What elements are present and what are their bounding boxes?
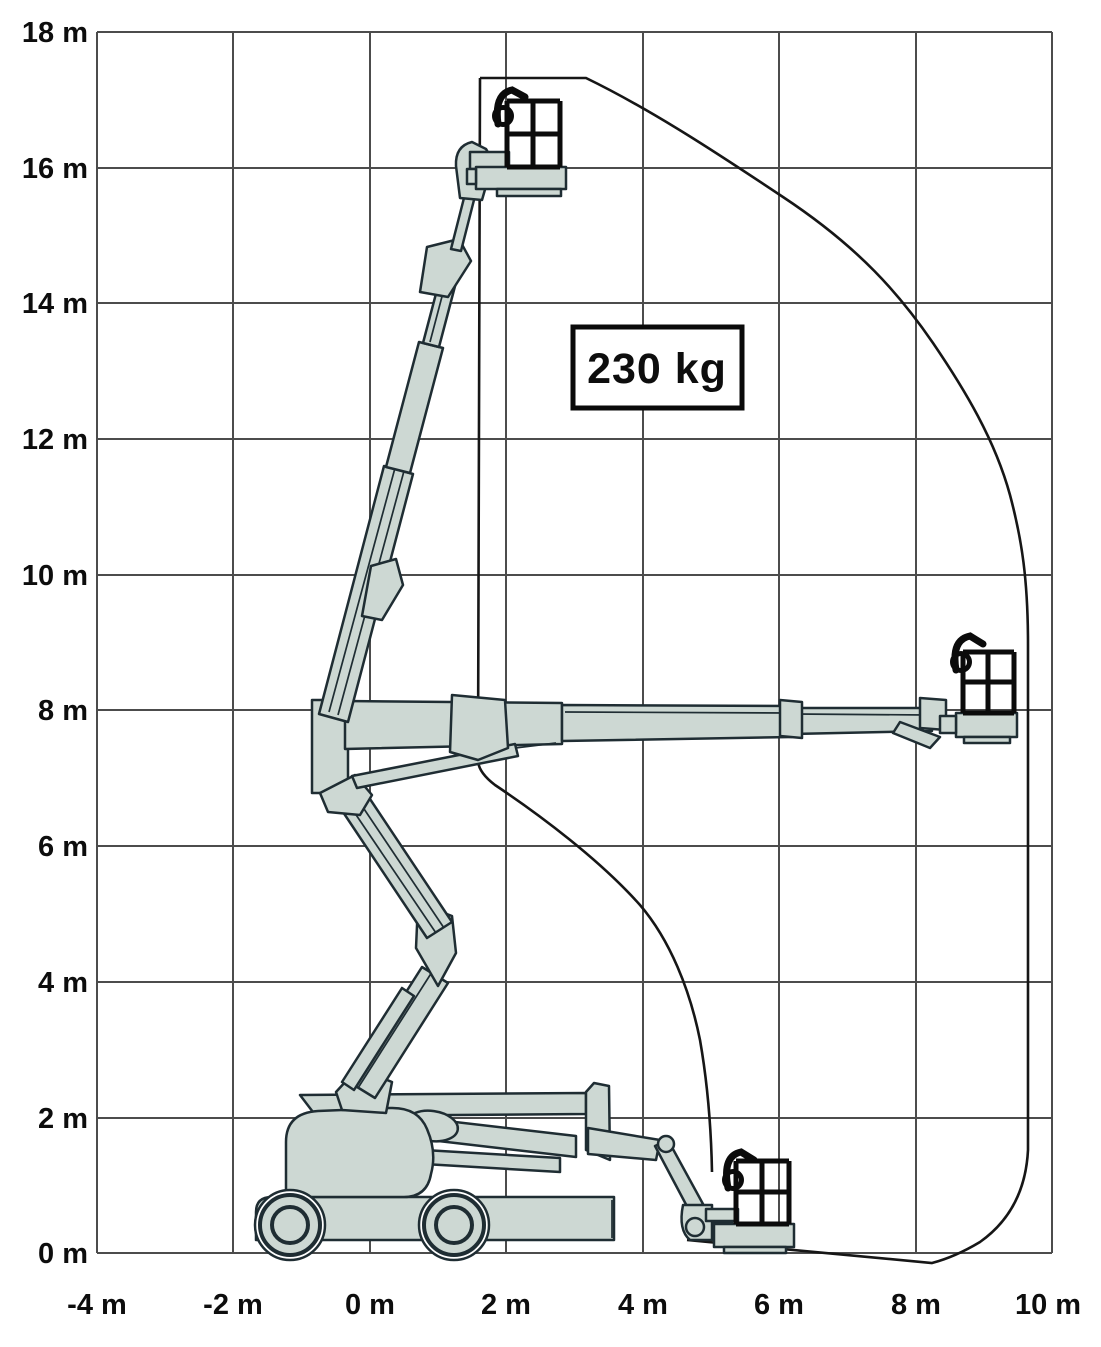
rear-wheel-hub [434, 1205, 474, 1245]
riser-lower-arm-line [357, 971, 433, 1089]
riser-upper-arm-line2 [353, 793, 445, 929]
y-tick-label: 18 m [22, 17, 88, 49]
jib-foot-link [704, 1207, 740, 1223]
hboom-small-collar [778, 698, 804, 740]
x-axis-labels: -4 m -2 m 0 m 2 m 4 m 6 m 8 m 10 m [67, 1289, 1081, 1321]
envelope-outer-boundary [480, 76, 1030, 1265]
hboom-cylinder-rod [514, 742, 557, 749]
jib-pivot-low [656, 1134, 676, 1154]
grid [96, 31, 1053, 1254]
turret-body [284, 1106, 435, 1199]
y-tick-label: 10 m [22, 560, 88, 592]
hboom-telescope-line2 [794, 713, 929, 716]
vboom-fly-section [449, 192, 477, 253]
y-tick-label: 8 m [38, 695, 88, 727]
boom-lift-machine [253, 86, 1019, 1262]
vboom-base-line1 [328, 467, 396, 713]
working-envelope [476, 76, 1030, 1265]
x-tick-label: -4 m [67, 1289, 127, 1321]
platform-horizontal [938, 632, 1019, 745]
y-tick-label: 6 m [38, 831, 88, 863]
front-wheel-hub [270, 1205, 310, 1245]
x-tick-label: 0 m [345, 1289, 395, 1321]
y-tick-label: 4 m [38, 967, 88, 999]
x-tick-label: 6 m [754, 1289, 804, 1321]
y-tick-label: 16 m [22, 153, 88, 185]
platform-raised [465, 86, 568, 198]
vboom-collar-mid [360, 557, 405, 622]
vboom-mid-section [384, 340, 445, 475]
platform-horizontal-base [954, 711, 1019, 739]
platform-low-step [722, 1245, 788, 1255]
capacity-label-box: 230 kg [570, 324, 745, 411]
hboom-telescope-line1 [564, 711, 791, 714]
x-tick-label: -2 m [203, 1289, 263, 1321]
hboom-mid-section [560, 703, 794, 743]
vboom-collar-upper [418, 237, 473, 299]
riser-lift-cylinder [340, 986, 416, 1092]
platform-low-base [712, 1222, 796, 1249]
platform-low-railing [733, 1158, 792, 1227]
platform-horizontal-tab [938, 714, 958, 735]
hboom-collar [448, 693, 510, 762]
platform-raised-step [495, 187, 563, 198]
platform-low-console-ring [722, 1169, 744, 1191]
capacity-text: 230 kg [587, 345, 727, 393]
platform-raised-console [493, 86, 529, 128]
y-tick-label: 2 m [38, 1103, 88, 1135]
boom-raised-position [317, 140, 511, 724]
envelope-inner-boundary [476, 77, 714, 1173]
riser-upper-arm-line1 [345, 799, 437, 934]
chassis [253, 1106, 616, 1262]
y-tick-label: 0 m [38, 1238, 88, 1270]
capacity-box [570, 324, 745, 411]
platform-raised-base [474, 165, 568, 191]
platform-horizontal-console-ring [950, 651, 972, 673]
platform-raised-railing [504, 98, 563, 170]
stowed-boom-end-wedge [586, 1126, 662, 1162]
platform-horizontal-railing [960, 649, 1017, 716]
y-tick-label: 12 m [22, 424, 88, 456]
x-tick-label: 10 m [1015, 1289, 1081, 1321]
platform-low [712, 1148, 796, 1255]
boom-horizontal-position [343, 693, 948, 790]
x-tick-label: 4 m [618, 1289, 668, 1321]
hboom-jib-link [891, 720, 942, 750]
platform-raised-console-ring [492, 105, 514, 127]
jib-foot-roller [684, 1216, 706, 1238]
x-tick-label: 2 m [481, 1289, 531, 1321]
stowed-boom-assembly [298, 1081, 662, 1174]
x-tick-label: 8 m [891, 1289, 941, 1321]
platform-horizontal-step [962, 735, 1012, 745]
platform-raised-lip [465, 167, 478, 186]
y-axis-labels: 18 m 16 m 14 m 12 m 10 m 8 m 6 m 4 m 2 m… [22, 17, 88, 1270]
y-tick-label: 14 m [22, 288, 88, 320]
